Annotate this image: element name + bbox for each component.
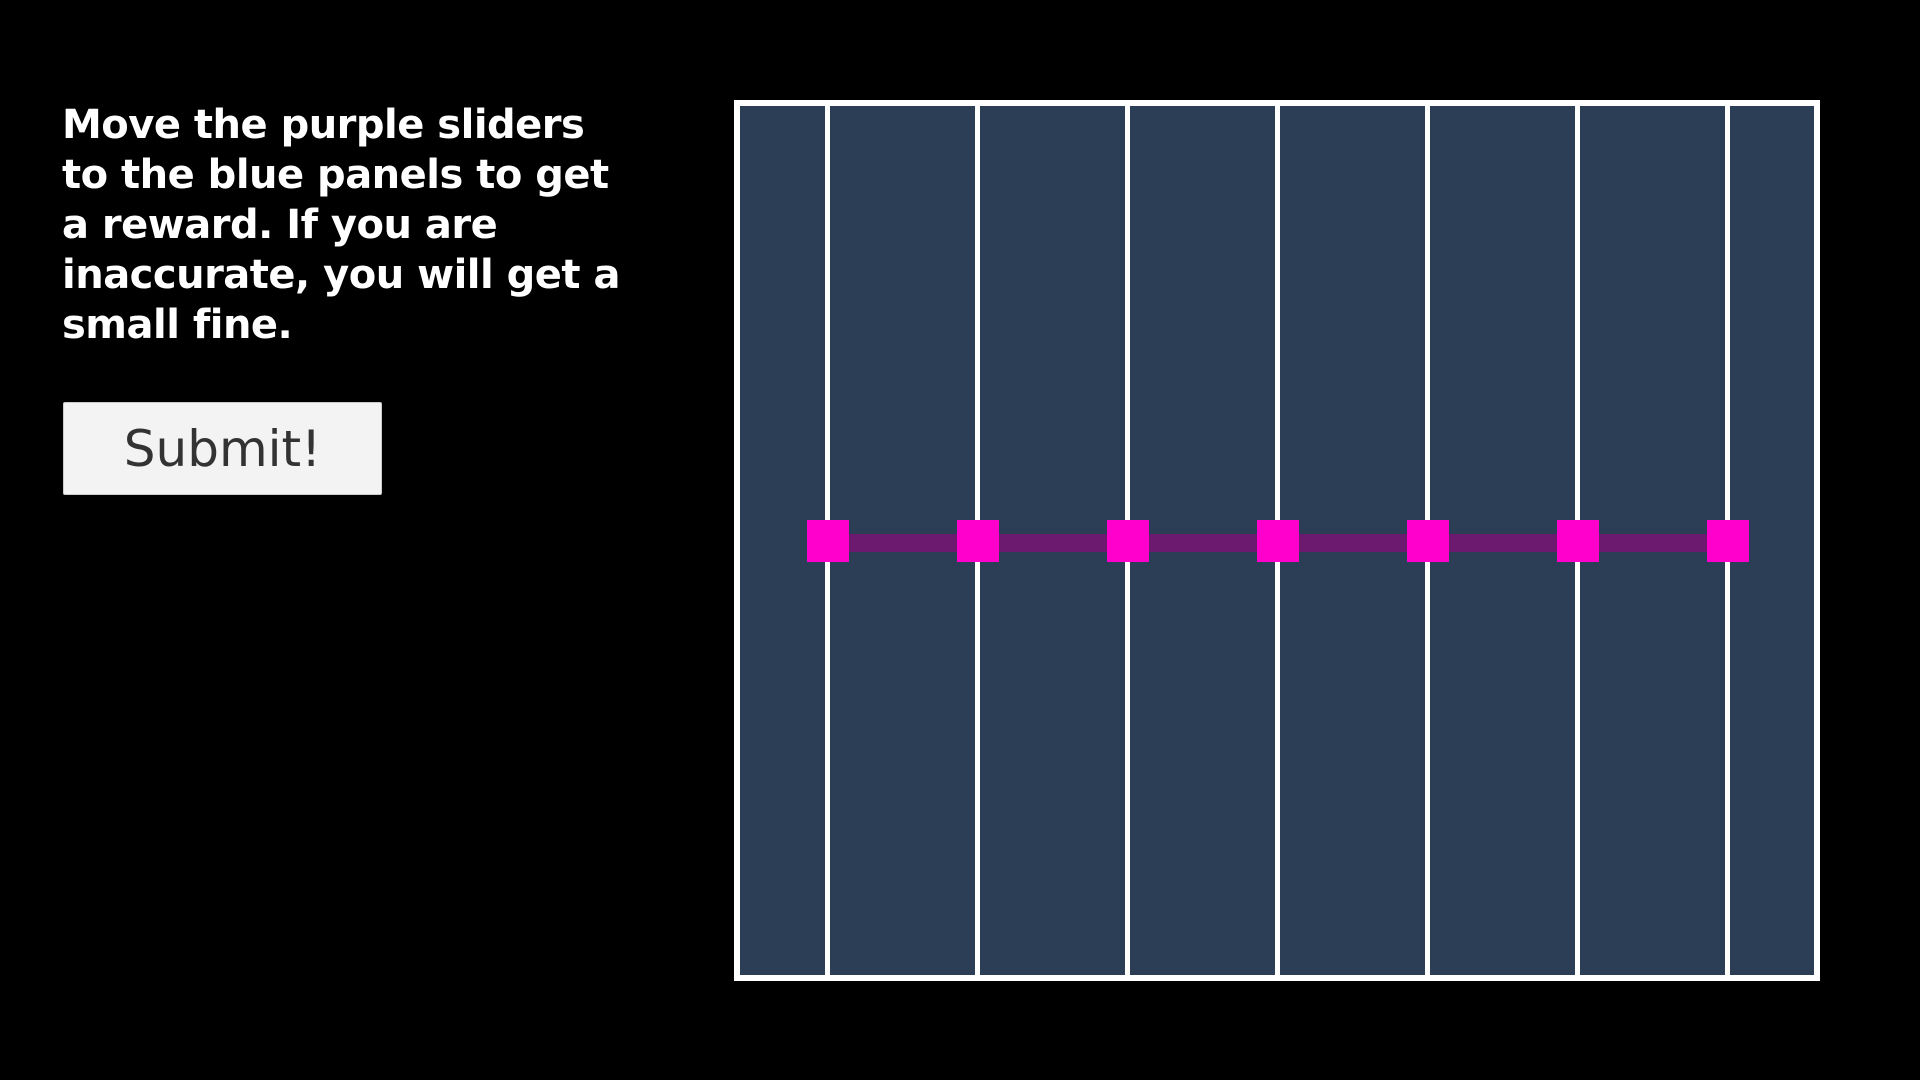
submit-button[interactable]: Submit! bbox=[63, 402, 382, 495]
slider-handle-3[interactable] bbox=[1107, 520, 1149, 562]
slider-handle-4[interactable] bbox=[1257, 520, 1299, 562]
slider-handle-2[interactable] bbox=[957, 520, 999, 562]
instructions-text: Move the purple sliders to the blue pane… bbox=[62, 102, 620, 348]
slider-handle-6[interactable] bbox=[1557, 520, 1599, 562]
slider-board bbox=[734, 100, 1820, 981]
slider-handle-1[interactable] bbox=[807, 520, 849, 562]
slider-handle-7[interactable] bbox=[1707, 520, 1749, 562]
slider-handle-5[interactable] bbox=[1407, 520, 1449, 562]
